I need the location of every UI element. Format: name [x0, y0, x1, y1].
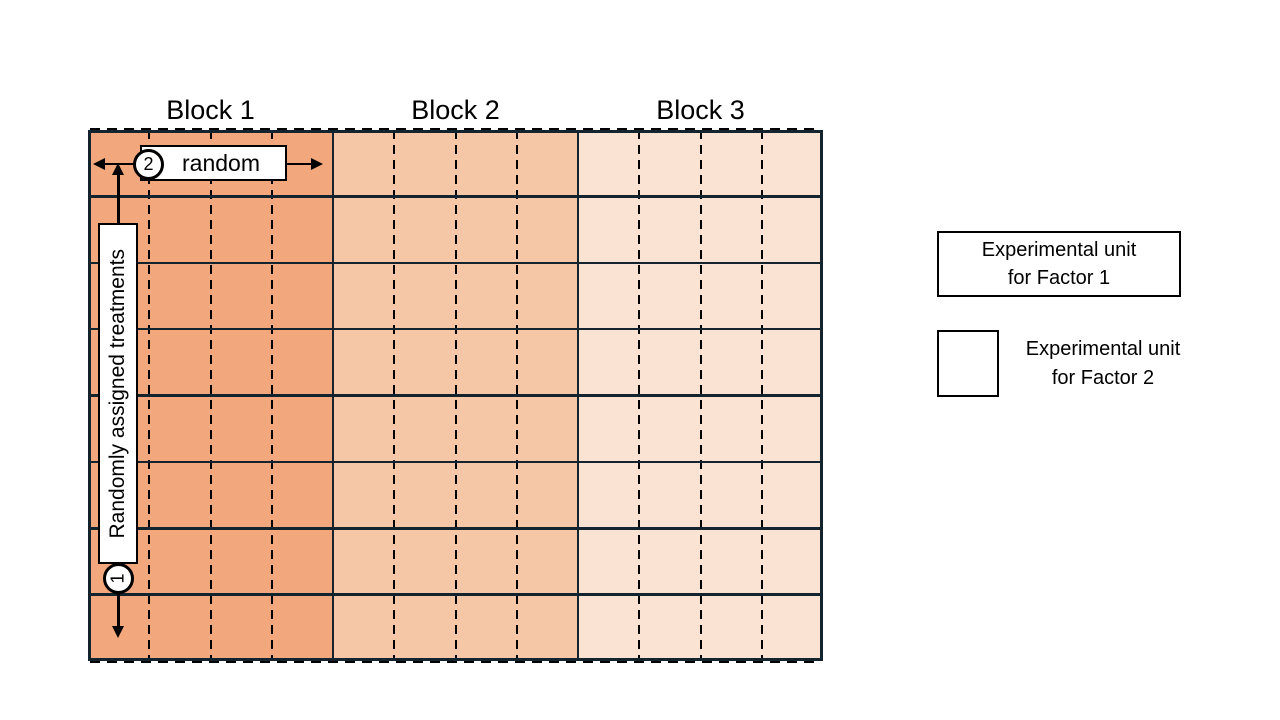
- grid-line: [331, 130, 335, 661]
- legend-factor2-line1: Experimental unit: [1025, 338, 1181, 360]
- grid-line: [88, 394, 823, 397]
- arrow-line-up: [117, 173, 120, 223]
- arrowhead-right-icon: [311, 157, 323, 170]
- arrow-line-down: [117, 594, 120, 627]
- random-label: random: [182, 150, 260, 176]
- arrowhead-down-icon: [112, 626, 125, 638]
- grid-line: [88, 327, 823, 331]
- block-1-header: Block 1: [166, 95, 255, 125]
- grid-line: [88, 593, 823, 596]
- legend-factor2-line2: for Factor 2: [1051, 367, 1155, 389]
- block-3-header: Block 3: [656, 95, 745, 125]
- randomly-assigned-callout: Randomly assigned treatments: [98, 223, 138, 564]
- block-2-header: Block 2: [411, 95, 500, 125]
- dashed-top-edge: [90, 128, 821, 130]
- dashed-bottom-edge: [90, 661, 821, 663]
- grid-outer-border: [88, 130, 823, 661]
- grid-line: [88, 460, 823, 464]
- grid-line: [88, 527, 823, 530]
- legend-factor1-box: Experimental unit for Factor 1: [937, 231, 1181, 297]
- grid-line: [576, 130, 580, 661]
- arrowhead-left-icon: [93, 157, 105, 170]
- random-callout: random: [140, 145, 287, 181]
- arrow-line-right: [286, 162, 312, 165]
- step-1-circle: 1: [103, 563, 134, 594]
- grid-line: [88, 195, 823, 198]
- legend-factor1-line2: for Factor 1: [1007, 267, 1111, 289]
- grid: [88, 128, 823, 663]
- legend-factor1-line1: Experimental unit: [981, 239, 1137, 261]
- legend-factor2-swatch: [937, 330, 999, 397]
- randomly-assigned-label: Randomly assigned treatments: [106, 248, 129, 539]
- legend-factor2-label: Experimental unit for Factor 2: [1003, 335, 1203, 393]
- step-2-circle: 2: [133, 149, 164, 180]
- step-1-number: 1: [107, 573, 128, 584]
- grid-line: [88, 261, 823, 264]
- arrowhead-up-icon: [112, 163, 125, 175]
- step-2-number: 2: [143, 154, 154, 174]
